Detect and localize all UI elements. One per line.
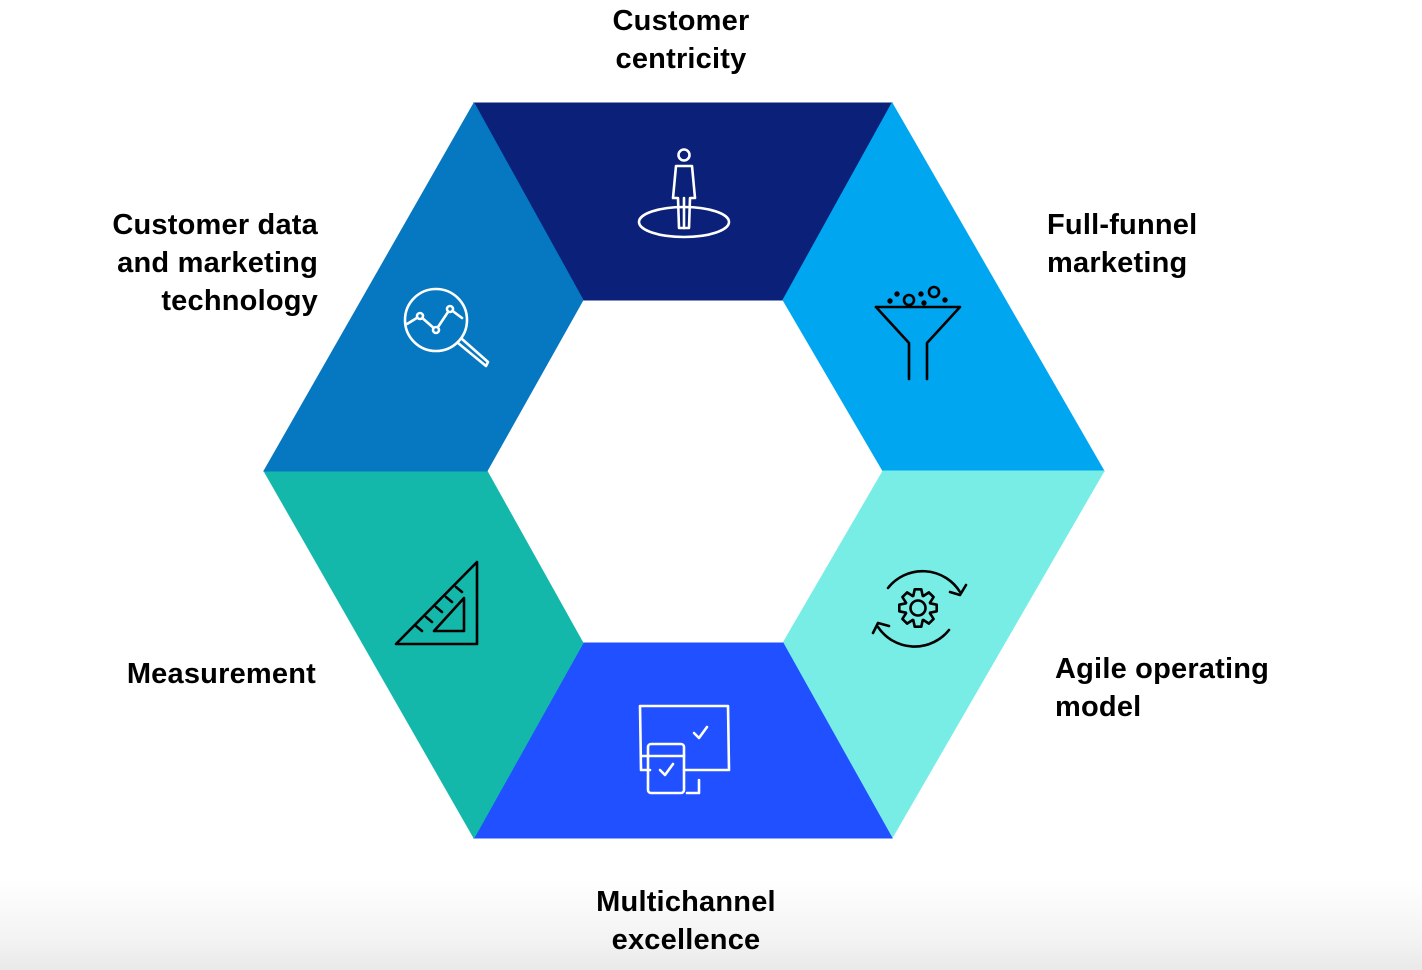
label-line: technology <box>161 285 318 317</box>
label-line: centricity <box>615 43 747 75</box>
devices-check-icon <box>638 704 731 795</box>
segment-customer-data-and-marketing-technology <box>263 101 584 472</box>
analytics-magnifier-icon <box>403 287 490 368</box>
label-line: Multichannel <box>596 886 776 918</box>
label-customer-centricity: Customer centricity <box>566 2 796 78</box>
label-line: excellence <box>611 924 761 956</box>
set-square-ruler-icon <box>394 560 479 646</box>
label-line: Customer data <box>112 209 318 241</box>
gear-cycle-icon <box>871 569 968 648</box>
label-full-funnel-marketing: Full-funnel marketing <box>1047 206 1287 282</box>
label-measurement: Measurement <box>56 655 316 693</box>
label-multichannel-excellence: Multichannel excellence <box>556 883 816 959</box>
label-line: model <box>1055 691 1142 723</box>
funnel-icon <box>874 285 962 381</box>
label-line: Agile operating <box>1055 653 1270 685</box>
label-line: and marketing <box>117 247 318 279</box>
label-line: Full-funnel <box>1047 209 1198 241</box>
label-line: Customer <box>612 5 750 37</box>
label-agile-operating-model: Agile operating model <box>1055 650 1355 726</box>
label-line: marketing <box>1047 247 1188 279</box>
label-customer-data-and-marketing-technology: Customer data and marketing technology <box>38 206 318 320</box>
label-line: Measurement <box>126 658 316 690</box>
person-on-target-icon <box>637 148 731 239</box>
